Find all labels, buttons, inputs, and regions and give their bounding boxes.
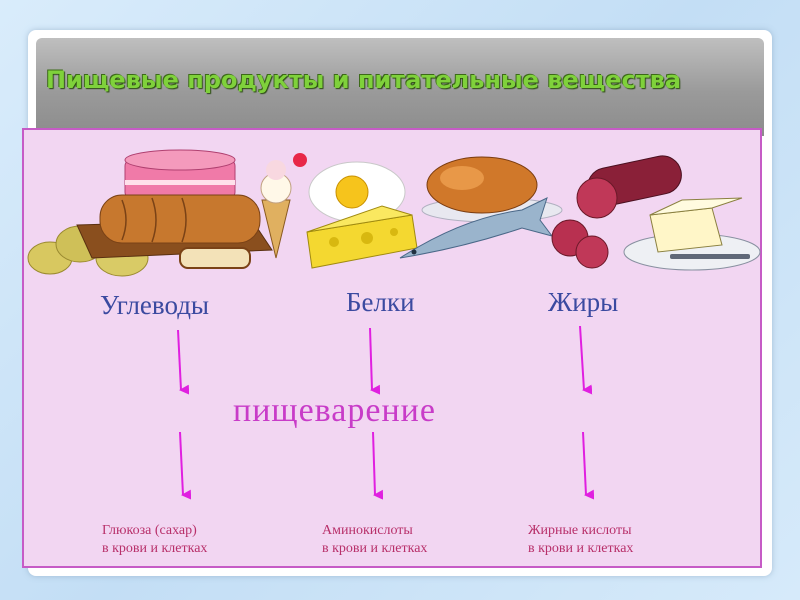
arrow-carbs-upper bbox=[177, 329, 190, 395]
arrow-fats-upper bbox=[579, 325, 593, 395]
bread-icon bbox=[76, 194, 273, 269]
result-carbohydrates: Глюкоза (сахар) в крови и клетках bbox=[102, 522, 207, 558]
slide-title: Пищевые продукты и питательные вещества bbox=[46, 66, 682, 94]
ice-cream-icon bbox=[260, 153, 307, 259]
result-fats: Жирные кислоты в крови и клетках bbox=[528, 522, 633, 558]
title-band: Пищевые продукты и питательные вещества bbox=[36, 38, 764, 136]
arrow-fats-lower bbox=[582, 431, 595, 500]
sausage-icon bbox=[551, 155, 682, 269]
fish-icon bbox=[399, 197, 554, 259]
result-line: в крови и клетках bbox=[322, 541, 428, 556]
food-illustration bbox=[27, 149, 761, 277]
result-line: Глюкоза (сахар) bbox=[102, 523, 197, 538]
process-digestion: пищеварение bbox=[233, 392, 436, 429]
arrow-proteins-upper bbox=[369, 327, 381, 395]
result-line: в крови и клетках bbox=[528, 541, 634, 556]
category-carbohydrates: Углеводы bbox=[100, 290, 210, 320]
category-proteins: Белки bbox=[346, 287, 415, 317]
result-proteins: Аминокислоты в крови и клетках bbox=[322, 522, 427, 558]
result-line: Жирные кислоты bbox=[528, 523, 632, 538]
butter-icon bbox=[623, 197, 761, 271]
result-line: в крови и клетках bbox=[102, 541, 208, 556]
result-line: Аминокислоты bbox=[322, 523, 413, 538]
cheese-icon bbox=[306, 205, 418, 269]
arrow-proteins-lower bbox=[372, 431, 384, 500]
category-fats: Жиры bbox=[548, 287, 619, 317]
cake-icon bbox=[124, 149, 236, 199]
arrow-carbs-lower bbox=[179, 431, 192, 500]
